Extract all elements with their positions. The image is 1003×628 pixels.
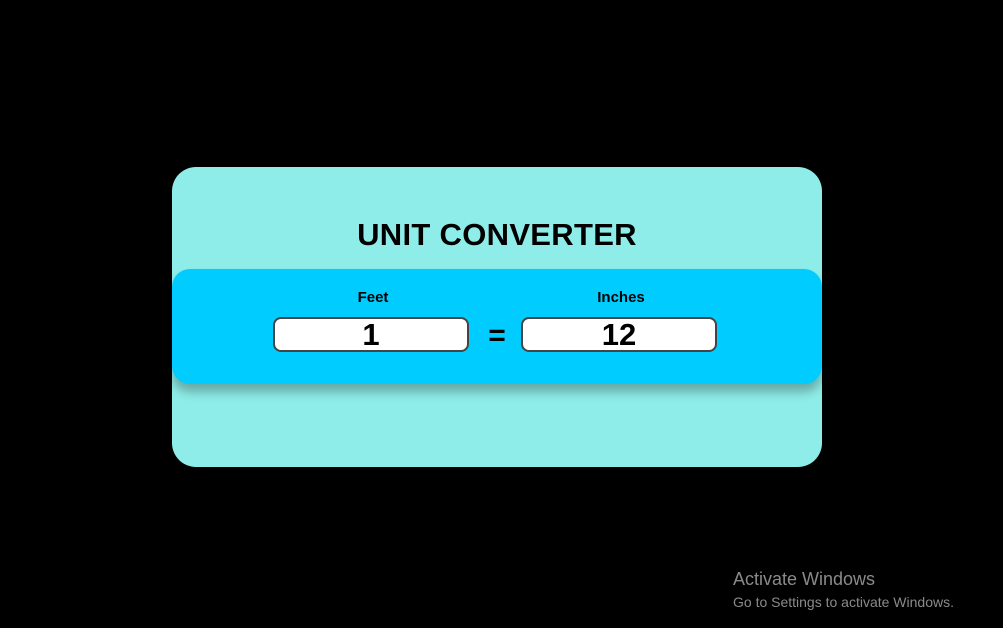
to-unit-input[interactable] bbox=[521, 317, 717, 352]
watermark-subtitle: Go to Settings to activate Windows. bbox=[733, 594, 954, 610]
equals-sign: = bbox=[488, 319, 506, 352]
page-title: UNIT CONVERTER bbox=[357, 217, 637, 252]
from-unit-label: Feet bbox=[357, 289, 389, 306]
to-unit-label: Inches bbox=[597, 289, 645, 306]
converter-card: UNIT CONVERTER Feet = Inches bbox=[172, 167, 822, 467]
from-unit-input[interactable] bbox=[273, 317, 469, 352]
conversion-panel: Feet = Inches bbox=[172, 269, 822, 384]
watermark-title: Activate Windows bbox=[733, 569, 876, 589]
activation-watermark: Activate Windows Go to Settings to activ… bbox=[733, 568, 954, 612]
